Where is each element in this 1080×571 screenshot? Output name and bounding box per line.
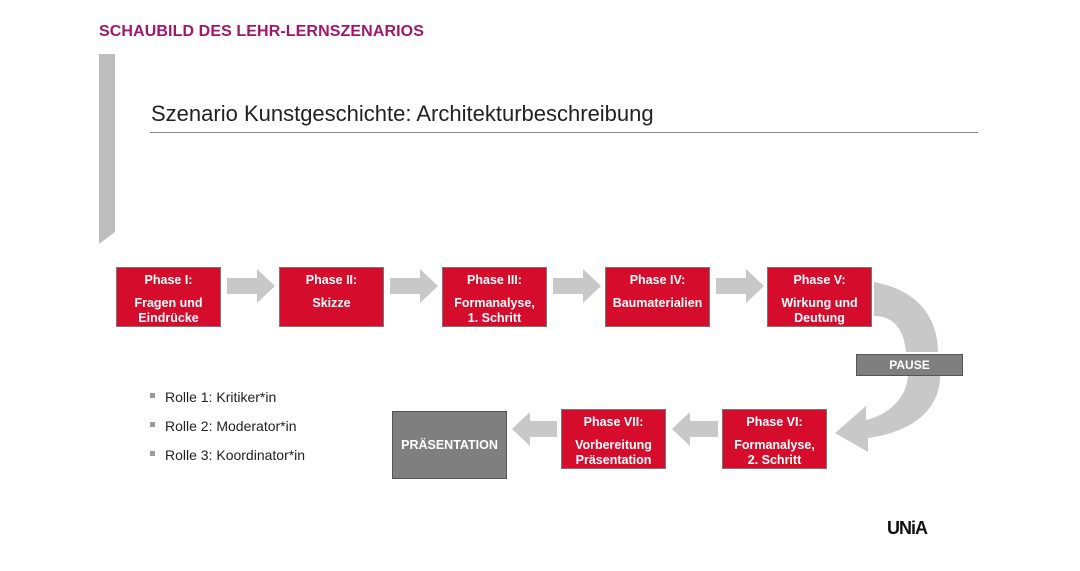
phase-title: Phase IV: [629,273,686,287]
list-item: Rolle 1: Kritiker*in [150,388,305,417]
pause-box: PAUSE [856,354,963,376]
role-label: Rolle 1: Kritiker*in [165,389,277,405]
arrow-right-4 [716,269,764,303]
title-divider [150,132,978,133]
curved-arrow [874,282,938,352]
phase-description: Wirkung und Deutung [781,296,858,325]
bullet-icon [150,422,155,427]
phase-title: Phase II: [305,273,358,287]
bullet-icon [150,451,155,456]
phase-title: Phase III: [467,273,522,287]
phase-title: Phase VII: [583,415,644,429]
list-item: Rolle 3: Koordinator*in [150,446,305,475]
phase-description: Baumaterialien [612,296,703,310]
arrow-right-3 [553,269,601,303]
phase-2-box: Phase II: Skizze [279,267,384,327]
phase-3-box: Phase III: Formanalyse, 1. Schritt [442,267,547,327]
phase-description: Formanalyse, 2. Schritt [734,438,815,467]
phase-title: Phase VI: [746,415,803,429]
curved-arrow-lower [835,376,940,452]
phase-1-box: Phase I: Fragen und Eindrücke [116,267,221,327]
phase-description: Fragen und Eindrücke [134,296,203,325]
role-label: Rolle 3: Koordinator*in [165,447,306,463]
phase-description: Vorbereitung Präsentation [575,438,652,467]
presentation-box: PRÄSENTATION [392,411,507,479]
arrow-left-1 [672,412,718,446]
phase-5-box: Phase V: Wirkung und Deutung [767,267,872,327]
phase-title: Phase V: [793,273,846,287]
phase-4-box: Phase IV: Baumaterialien [605,267,710,327]
arrow-right-1 [227,269,275,303]
arrow-right-2 [390,269,438,303]
section-header: SCHAUBILD DES LEHR-LERNSZENARIOS [99,23,424,40]
bullet-icon [150,393,155,398]
side-accent-bar [99,54,115,244]
roles-list: Rolle 1: Kritiker*in Rolle 2: Moderator*… [150,388,305,475]
role-label: Rolle 2: Moderator*in [165,418,297,434]
phase-description: Formanalyse, 1. Schritt [454,296,535,325]
slide-title: Szenario Kunstgeschichte: Architekturbes… [151,101,654,126]
phase-description: Skizze [312,296,351,310]
phase-6-box: Phase VI: Formanalyse, 2. Schritt [722,409,827,469]
list-item: Rolle 2: Moderator*in [150,417,305,446]
phase-title: Phase I: [144,273,193,287]
arrow-left-2 [512,412,557,446]
university-logo: UNiA [887,518,928,538]
phase-7-box: Phase VII: Vorbereitung Präsentation [561,409,666,469]
